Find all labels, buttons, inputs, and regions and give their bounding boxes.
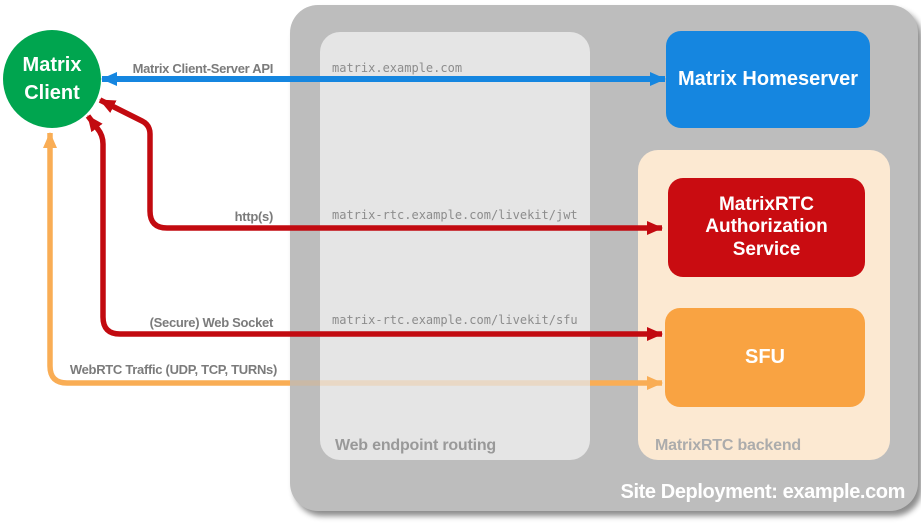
sfu-label: SFU (745, 346, 785, 368)
homeserver-route-url: matrix.example.com (332, 61, 463, 75)
matrix-client-node: Matrix Client (3, 30, 101, 128)
matrixrtc-authorization-service-label: MatrixRTC Authorization Service (705, 194, 828, 260)
site-deployment-caption: Site Deployment: example.com (620, 481, 906, 503)
client-server-api-label: Matrix Client-Server API (132, 61, 274, 76)
matrix-homeserver-label: Matrix Homeserver (677, 68, 859, 90)
livekit-sfu-route-url: matrix-rtc.example.com/livekit/sfu (332, 313, 578, 327)
webrtc-traffic-label: WebRTC Traffic (UDP, TCP, TURNs) (69, 362, 277, 377)
secure-web-socket-label: (Secure) Web Socket (149, 315, 274, 330)
matrix-client-label: Matrix Client (22, 53, 82, 104)
livekit-jwt-route-url: matrix-rtc.example.com/livekit/jwt (332, 208, 578, 222)
web-endpoint-routing-caption: Web endpoint routing (335, 437, 497, 454)
https-label: http(s) (234, 209, 274, 224)
web-endpoint-routing-container (320, 32, 590, 460)
client-sfu-webrtc-arrow (43, 132, 290, 386)
matrixrtc-backend-caption: MatrixRTC backend (655, 437, 801, 454)
sfu-node: SFU (665, 308, 865, 407)
matrix-homeserver-node: Matrix Homeserver (666, 31, 870, 128)
matrixrtc-authorization-service-node: MatrixRTC Authorization Service (668, 178, 865, 277)
